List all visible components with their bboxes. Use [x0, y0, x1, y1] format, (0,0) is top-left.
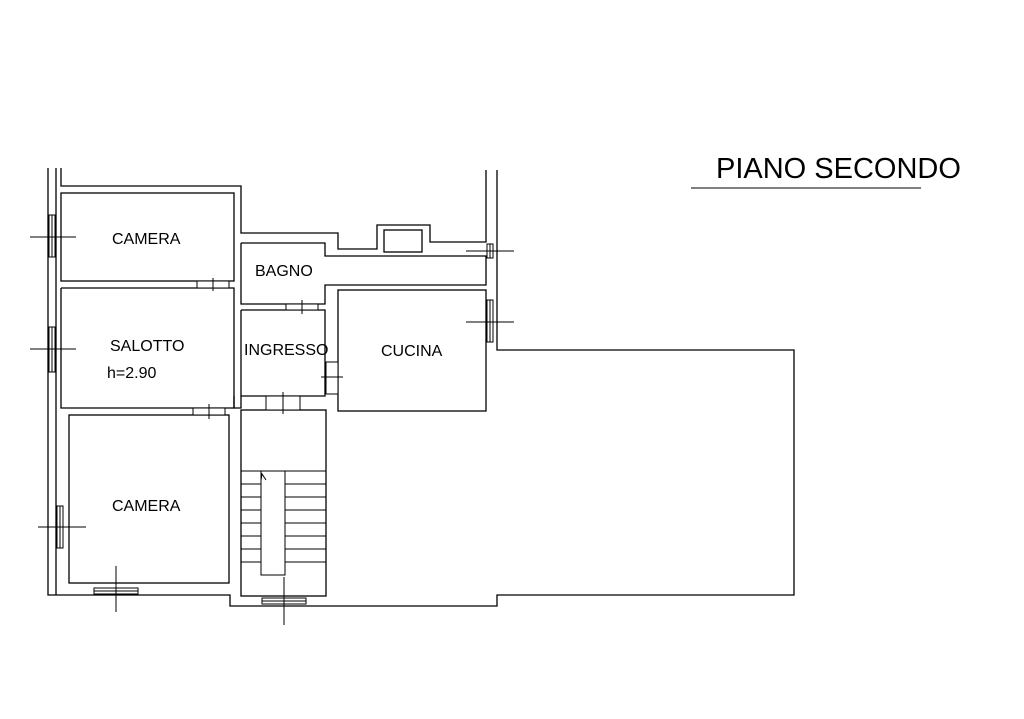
room-label-cucina: CUCINA: [381, 343, 443, 360]
room-label-camera-top: CAMERA: [112, 231, 181, 248]
room-height-label: h=2.90: [107, 365, 156, 382]
plan-title: PIANO SECONDO: [716, 153, 961, 185]
room-bagno: BAGNO: [240, 229, 487, 305]
stair-arrow-icon: [260, 472, 267, 481]
outer-walls: [47, 168, 795, 607]
room-label-bagno: BAGNO: [255, 263, 313, 280]
doors: [192, 278, 343, 419]
stairwell: [240, 409, 327, 597]
room-label-ingresso: INGRESSO: [244, 342, 328, 359]
room-cucina: CUCINA: [337, 289, 487, 412]
room-salotto: SALOTTO h=2.90: [60, 287, 235, 409]
windows: [30, 214, 514, 625]
room-label-salotto: SALOTTO: [110, 338, 184, 355]
room-ingresso: INGRESSO: [233, 309, 328, 409]
room-label-camera-bottom: CAMERA: [112, 498, 181, 515]
room-camera-top: CAMERA: [60, 192, 235, 282]
room-camera-bottom: CAMERA: [68, 414, 230, 584]
